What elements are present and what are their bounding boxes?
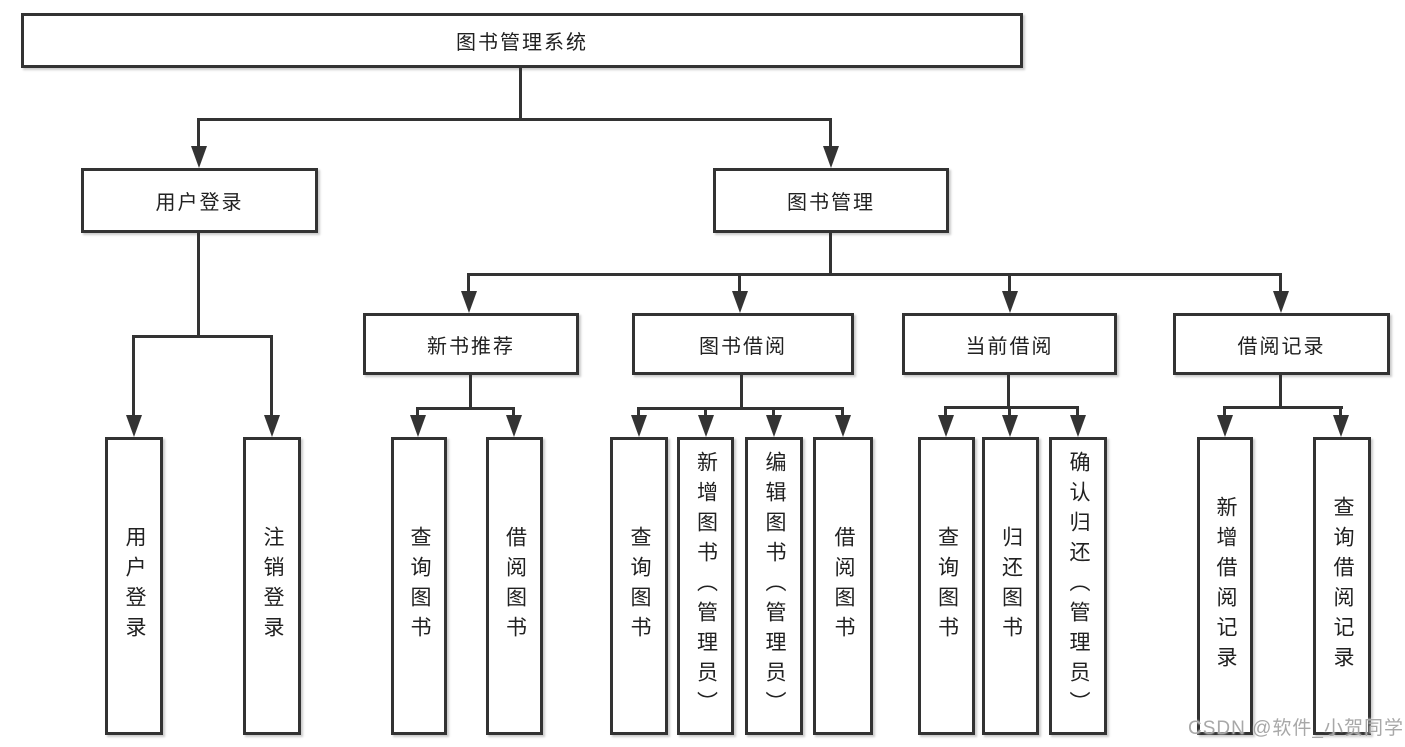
arrowhead-icon bbox=[732, 291, 748, 313]
arrowhead-icon bbox=[631, 415, 647, 437]
connector-borrowing-bar bbox=[637, 407, 844, 410]
arrowhead-icon bbox=[938, 415, 954, 437]
arrowhead-icon bbox=[1217, 415, 1233, 437]
arrowhead-icon bbox=[1333, 415, 1349, 437]
connector-borrowing-stub bbox=[740, 375, 743, 407]
arrowhead-icon bbox=[1273, 291, 1289, 313]
leaf-records-add-record: 新增借阅记录 bbox=[1197, 437, 1253, 735]
leaf-current-query-books: 查询图书 bbox=[918, 437, 975, 735]
connector-to-bb-add bbox=[704, 407, 707, 417]
arrowhead-icon bbox=[191, 146, 207, 168]
node-current-borrowing: 当前借阅 bbox=[902, 313, 1117, 375]
connector-to-nb-borrow bbox=[512, 407, 515, 417]
arrowhead-icon bbox=[835, 415, 851, 437]
arrowhead-icon bbox=[506, 415, 522, 437]
leaf-borrowing-edit-books-admin: 编辑图书（管理员） bbox=[745, 437, 803, 735]
arrowhead-icon bbox=[1002, 291, 1018, 313]
node-library-management-system: 图书管理系统 bbox=[21, 13, 1023, 68]
node-book-management: 图书管理 bbox=[713, 168, 949, 233]
connector-records-bar bbox=[1223, 406, 1343, 409]
leaf-logout: 注销登录 bbox=[243, 437, 301, 735]
leaf-borrowing-add-books-admin: 新增图书（管理员） bbox=[677, 437, 734, 735]
connector-to-leaf-logout bbox=[270, 335, 273, 415]
leaf-borrowing-query-books: 查询图书 bbox=[610, 437, 668, 735]
connector-to-nb-query bbox=[416, 407, 419, 417]
connector-current-bar bbox=[944, 406, 1079, 409]
arrowhead-icon bbox=[1002, 415, 1018, 437]
connector-new-book-stub bbox=[469, 375, 472, 407]
arrowhead-icon bbox=[766, 415, 782, 437]
arrowhead-icon bbox=[698, 415, 714, 437]
connector-to-borrowing bbox=[738, 273, 741, 291]
connector-to-br-query bbox=[1339, 406, 1342, 417]
connector-new-book-bar bbox=[416, 407, 515, 410]
connector-to-new-book bbox=[467, 273, 470, 291]
connector-to-br-add bbox=[1223, 406, 1226, 417]
arrowhead-icon bbox=[461, 291, 477, 313]
leaf-current-confirm-return-admin: 确认归还（管理员） bbox=[1049, 437, 1107, 735]
connector-to-bb-borrow bbox=[841, 407, 844, 417]
connector-root-bar bbox=[197, 118, 832, 121]
node-book-borrowing: 图书借阅 bbox=[632, 313, 854, 375]
arrowhead-icon bbox=[410, 415, 426, 437]
node-user-login: 用户登录 bbox=[81, 168, 318, 233]
leaf-user-login: 用户登录 bbox=[105, 437, 163, 735]
csdn-watermark: CSDN @软件_小贺同学 bbox=[1188, 718, 1404, 739]
node-borrow-records: 借阅记录 bbox=[1173, 313, 1390, 375]
connector-to-cb-query bbox=[944, 406, 947, 417]
leaf-newbook-query-books: 查询图书 bbox=[391, 437, 447, 735]
connector-to-book-mgmt bbox=[829, 118, 832, 146]
connector-user-login-stub bbox=[197, 233, 200, 335]
arrowhead-icon bbox=[823, 146, 839, 168]
leaf-records-query-record: 查询借阅记录 bbox=[1313, 437, 1371, 735]
leaf-borrowing-borrow-books: 借阅图书 bbox=[813, 437, 873, 735]
arrowhead-icon bbox=[126, 415, 142, 437]
connector-records-stub bbox=[1279, 375, 1282, 406]
connector-book-mgmt-stub bbox=[829, 233, 832, 273]
connector-to-bb-edit bbox=[772, 407, 775, 417]
node-new-book-recommend: 新书推荐 bbox=[363, 313, 579, 375]
connector-root-stub bbox=[519, 68, 522, 118]
leaf-newbook-borrow-books: 借阅图书 bbox=[486, 437, 543, 735]
connector-current-stub bbox=[1007, 375, 1010, 406]
connector-to-cb-return bbox=[1008, 406, 1011, 417]
connector-user-login-bar bbox=[132, 335, 273, 338]
connector-book-mgmt-bar bbox=[467, 273, 1282, 276]
arrowhead-icon bbox=[264, 415, 280, 437]
connector-to-leaf-login bbox=[132, 335, 135, 415]
connector-to-bb-query bbox=[637, 407, 640, 417]
connector-to-records bbox=[1279, 273, 1282, 291]
connector-to-user-login bbox=[197, 118, 200, 146]
arrowhead-icon bbox=[1070, 415, 1086, 437]
connector-to-cb-confirm bbox=[1076, 406, 1079, 417]
leaf-current-return-books: 归还图书 bbox=[982, 437, 1039, 735]
connector-to-current bbox=[1008, 273, 1011, 291]
